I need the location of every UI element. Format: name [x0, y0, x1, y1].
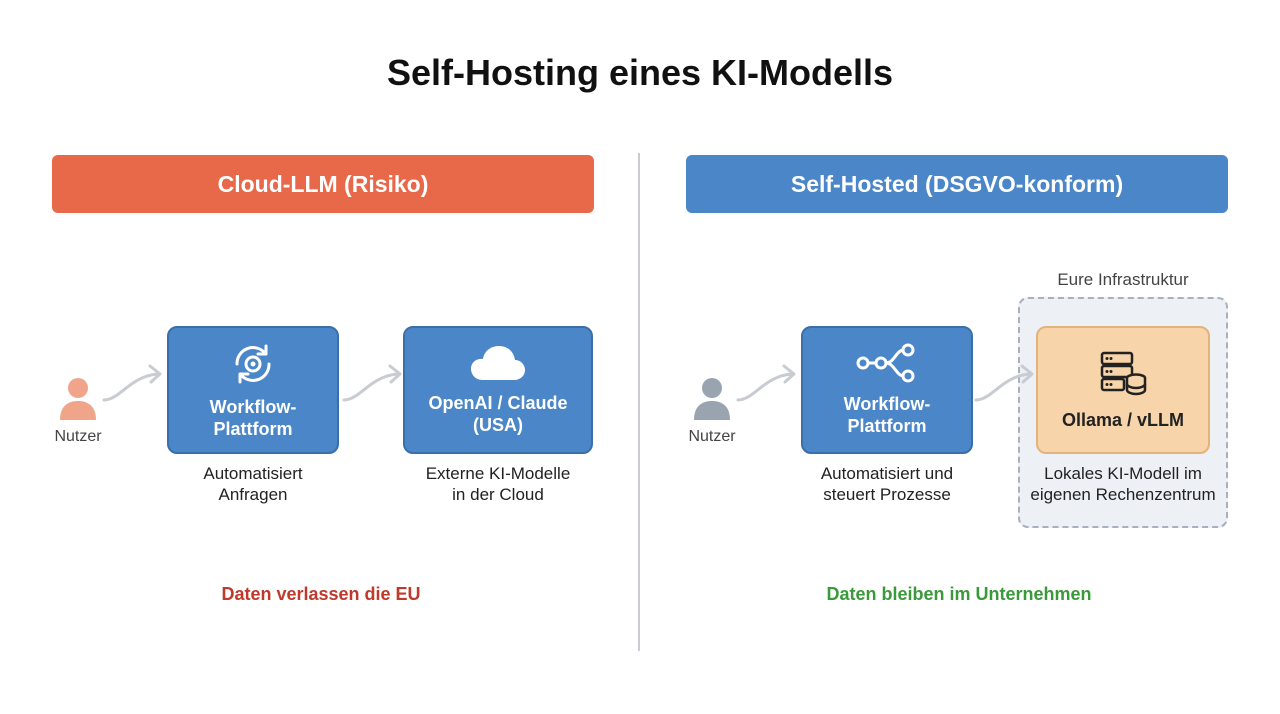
- user-icon-right: [692, 376, 732, 422]
- arrow-platform-to-cloud: [340, 362, 406, 408]
- arrow-user-to-platform-left: [100, 362, 166, 408]
- workflow-platform-box-left: Workflow- Plattform: [167, 326, 339, 454]
- cloud-icon: [469, 344, 527, 382]
- self-hosted-banner: Self-Hosted (DSGVO-konform): [686, 155, 1228, 213]
- workflow-platform-box-right: Workflow- Plattform: [801, 326, 973, 454]
- local-llm-caption: Lokales KI-Modell im eigenen Rechenzentr…: [1030, 464, 1216, 504]
- workflow-platform-caption-right: Automatisiert und steuert Prozesse: [820, 464, 954, 504]
- cloud-llm-banner-label: Cloud-LLM (Risiko): [217, 170, 429, 197]
- cloud-llm-label: OpenAI / Claude (USA): [428, 393, 568, 435]
- user-label-left: Nutzer: [54, 428, 102, 445]
- local-llm-label: Ollama / vLLM: [1061, 409, 1185, 430]
- cloud-llm-caption: Externe KI-Modelle in der Cloud: [425, 464, 571, 504]
- workflow-platform-label-right: Workflow- Plattform: [843, 394, 931, 436]
- page-title: Self-Hosting eines KI-Modells: [386, 52, 894, 93]
- right-footer: Daten bleiben im Unternehmen: [826, 584, 1092, 604]
- local-llm-box: Ollama / vLLM: [1036, 326, 1210, 454]
- left-footer: Daten verlassen die EU: [221, 584, 421, 604]
- cloud-llm-banner: Cloud-LLM (Risiko): [52, 155, 594, 213]
- infrastructure-label: Eure Infrastruktur: [1057, 270, 1189, 289]
- workflow-nodes-icon: [856, 343, 918, 383]
- cloud-llm-box: OpenAI / Claude (USA): [403, 326, 593, 454]
- user-label-right: Nutzer: [688, 428, 736, 445]
- workflow-platform-caption-left: Automatisiert Anfragen: [203, 464, 303, 504]
- self-hosted-banner-label: Self-Hosted (DSGVO-konform): [790, 170, 1124, 197]
- user-icon-left: [58, 376, 98, 422]
- gear-sync-icon: [229, 340, 277, 388]
- arrow-user-to-platform-right: [734, 362, 800, 408]
- server-database-icon: [1099, 350, 1147, 396]
- arrow-platform-to-local: [972, 362, 1038, 408]
- workflow-platform-label-left: Workflow- Plattform: [209, 397, 297, 439]
- divider: [638, 153, 640, 651]
